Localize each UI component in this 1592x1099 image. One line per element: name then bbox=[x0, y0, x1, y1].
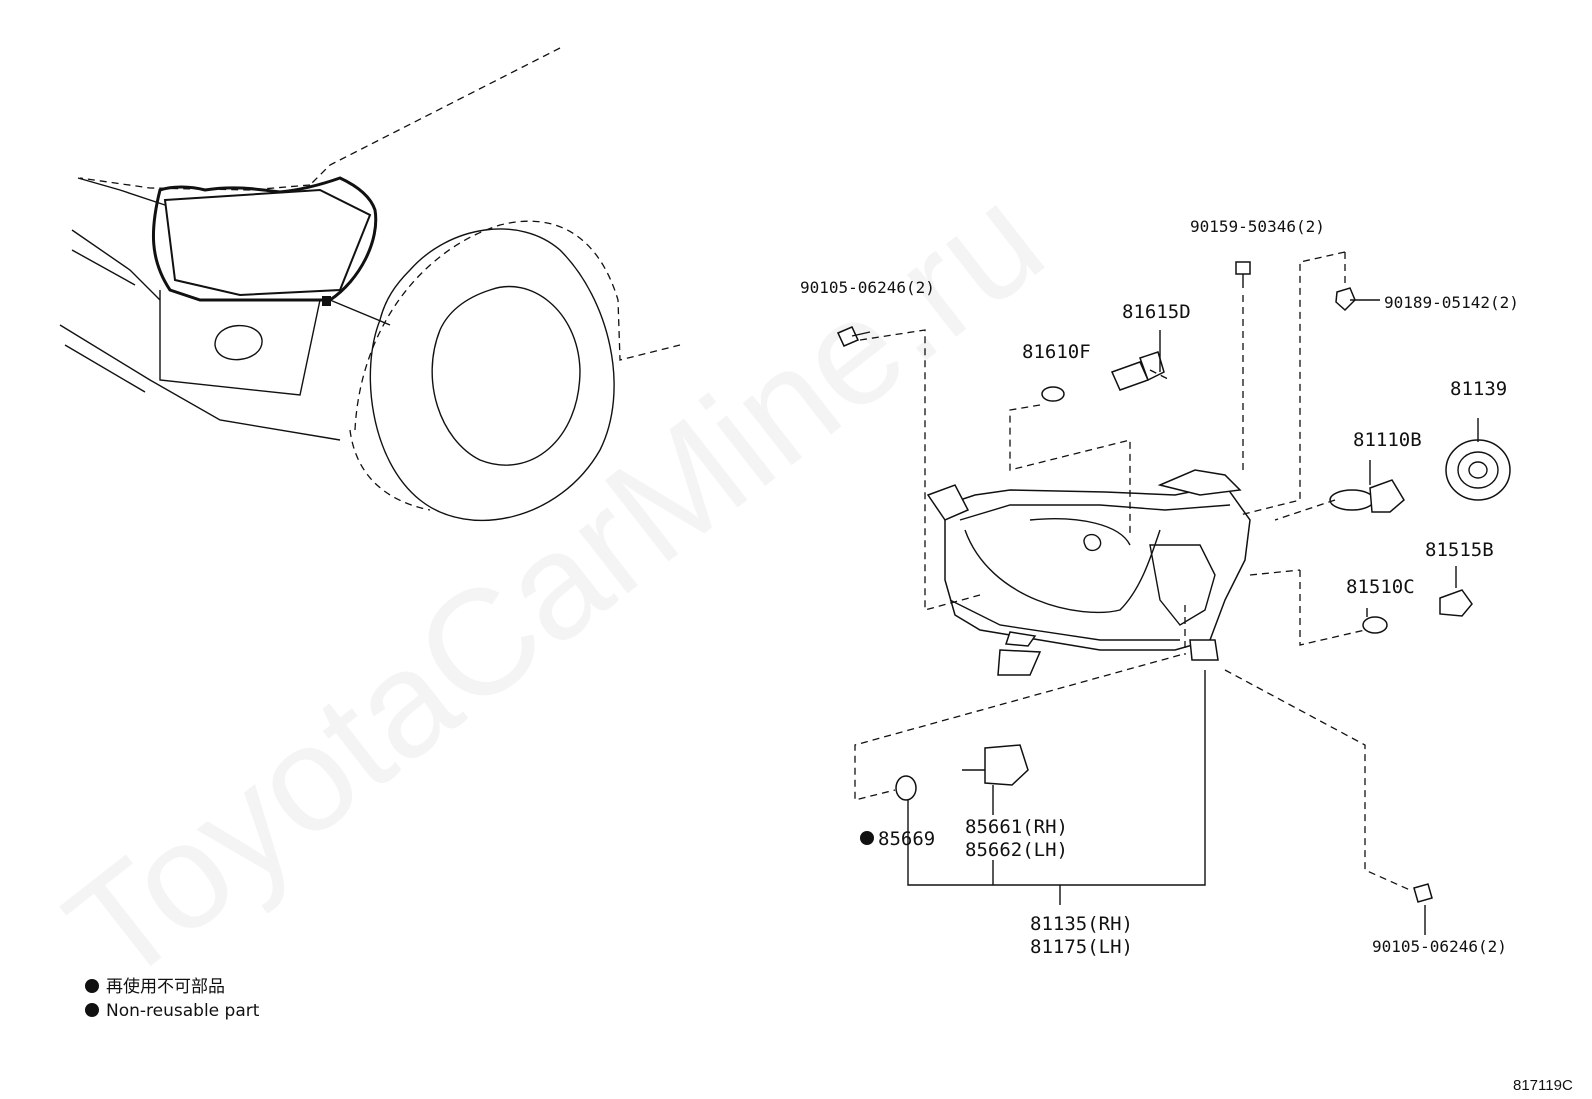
legend-dot-icon bbox=[85, 1003, 99, 1017]
legend-en: Non-reusable part bbox=[106, 1001, 260, 1021]
bulb-81510c-icon bbox=[1362, 616, 1388, 634]
clip-icon bbox=[1335, 287, 1356, 312]
gasket-85669-icon bbox=[895, 775, 917, 801]
screw-bottom-icon bbox=[1413, 883, 1433, 903]
label-85662-lh: 85662(LH) bbox=[965, 839, 1068, 861]
screw-left-icon bbox=[836, 326, 871, 347]
label-81510c: 81510C bbox=[1346, 576, 1415, 598]
label-81139: 81139 bbox=[1450, 378, 1507, 400]
leveling-actuator-icon bbox=[962, 744, 1029, 786]
label-clip: 90189-05142(2) bbox=[1384, 293, 1519, 312]
label-81175-lh: 81175(LH) bbox=[1030, 936, 1133, 958]
label-85661-rh: 85661(RH) bbox=[965, 816, 1068, 838]
cover-81139-icon bbox=[1445, 439, 1511, 501]
legend: 再使用不可部品 Non-reusable part bbox=[85, 976, 260, 1021]
label-81515b: 81515B bbox=[1425, 539, 1494, 561]
socket-81515b-icon bbox=[1439, 589, 1473, 617]
vehicle-front-illustration bbox=[59, 47, 681, 521]
legend-dot-icon bbox=[85, 979, 99, 993]
non-reusable-marker-icon bbox=[860, 831, 874, 845]
label-screw-bottom: 90105-06246(2) bbox=[1372, 937, 1507, 956]
legend-jp: 再使用不可部品 bbox=[106, 976, 225, 997]
part-labels: 90105-06246(2) 90159-50346(2) 90189-0514… bbox=[800, 217, 1519, 958]
label-85669: 85669 bbox=[878, 828, 935, 850]
drawing-id: 817119C bbox=[1513, 1077, 1573, 1094]
bulb-81610f-icon bbox=[1041, 386, 1065, 402]
label-81135-rh: 81135(RH) bbox=[1030, 913, 1133, 935]
label-81110b: 81110B bbox=[1353, 429, 1422, 451]
screw-top-icon bbox=[1235, 261, 1251, 288]
leader-lines bbox=[854, 251, 1479, 935]
bulb-81615d-icon bbox=[1110, 351, 1165, 391]
label-screw-left: 90105-06246(2) bbox=[800, 278, 935, 297]
headlamp-assembly-illustration bbox=[926, 469, 1251, 676]
label-screw-top: 90159-50346(2) bbox=[1190, 217, 1325, 236]
bulb-81110b-icon bbox=[1329, 479, 1405, 513]
label-81615d: 81615D bbox=[1122, 301, 1191, 323]
small-parts bbox=[836, 261, 1511, 903]
label-81610f: 81610F bbox=[1022, 341, 1091, 363]
